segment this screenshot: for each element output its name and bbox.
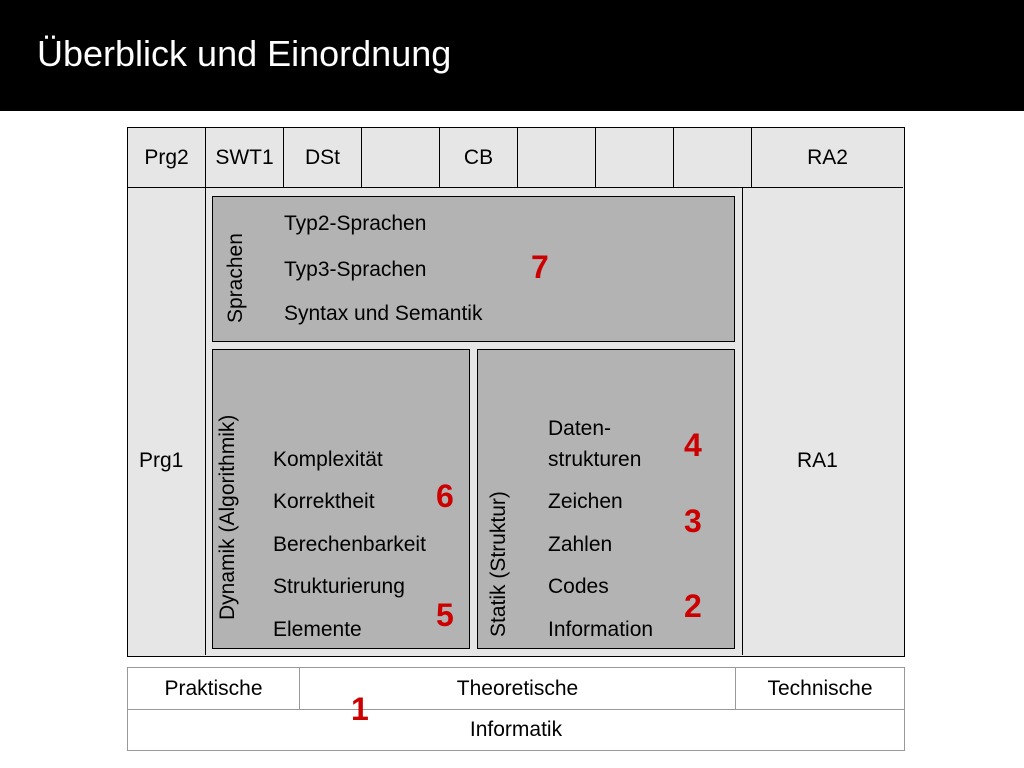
statik-box bbox=[477, 349, 735, 649]
sprachen-item-1: Typ2-Sprachen bbox=[284, 212, 427, 235]
top-row: Prg2 SWT1 DSt CB RA2 bbox=[128, 128, 903, 188]
statik-item-4: Zahlen bbox=[548, 533, 613, 556]
cell-praktische: Praktische bbox=[128, 668, 300, 709]
dynamik-item-5: Elemente bbox=[273, 618, 362, 641]
sprachen-item-3: Syntax und Semantik bbox=[284, 302, 483, 325]
right-column-label: RA1 bbox=[797, 449, 838, 472]
right-column: RA1 bbox=[742, 188, 903, 655]
sprachen-item-2: Typ3-Sprachen bbox=[284, 258, 427, 281]
top-cell-ra2: RA2 bbox=[807, 145, 848, 169]
bottom-row-1: Praktische Theoretische Technische bbox=[128, 668, 904, 710]
top-cell-empty-4 bbox=[674, 128, 752, 187]
dynamik-box bbox=[212, 349, 470, 649]
title-bar bbox=[0, 0, 1024, 111]
top-cell-empty-1 bbox=[362, 128, 440, 187]
dynamik-item-1: Komplexität bbox=[273, 448, 383, 471]
dynamik-item-3: Berechenbarkeit bbox=[273, 533, 426, 556]
number-1: 1 bbox=[351, 691, 369, 727]
left-column-label: Prg1 bbox=[139, 449, 184, 472]
top-cell-empty-3 bbox=[596, 128, 674, 187]
dynamik-item-2: Korrektheit bbox=[273, 490, 375, 513]
top-cell-dst: DSt bbox=[284, 128, 362, 187]
bottom-table: Praktische Theoretische Technische Infor… bbox=[127, 667, 905, 751]
statik-label: Statik (Struktur) bbox=[487, 491, 510, 637]
statik-item-3: Zeichen bbox=[548, 490, 623, 513]
statik-item-2: strukturen bbox=[548, 448, 642, 471]
statik-item-6: Information bbox=[548, 618, 654, 641]
statik-item-1: Daten- bbox=[548, 417, 612, 440]
number-4: 4 bbox=[684, 427, 702, 463]
dynamik-item-4: Strukturierung bbox=[273, 575, 405, 598]
top-cell-cb: CB bbox=[440, 128, 518, 187]
number-2: 2 bbox=[684, 588, 702, 624]
slide-title: Überblick und Einordnung bbox=[37, 33, 452, 74]
sprachen-label: Sprachen bbox=[224, 233, 247, 323]
left-column: Prg1 bbox=[128, 188, 206, 655]
top-cell-prg2: Prg2 bbox=[128, 128, 206, 187]
number-7: 7 bbox=[531, 249, 549, 285]
number-3: 3 bbox=[684, 503, 702, 539]
sprachen-box bbox=[212, 196, 735, 342]
number-5: 5 bbox=[436, 597, 454, 633]
top-cell-swt1: SWT1 bbox=[206, 128, 284, 187]
top-cell-empty-2 bbox=[518, 128, 596, 187]
cell-theoretische: Theoretische bbox=[300, 668, 736, 709]
statik-item-5: Codes bbox=[548, 575, 609, 598]
number-6: 6 bbox=[436, 478, 454, 514]
dynamik-label: Dynamik (Algorithmik) bbox=[216, 414, 239, 620]
cell-informatik: Informatik bbox=[469, 718, 563, 741]
cell-technische: Technische bbox=[767, 676, 873, 700]
